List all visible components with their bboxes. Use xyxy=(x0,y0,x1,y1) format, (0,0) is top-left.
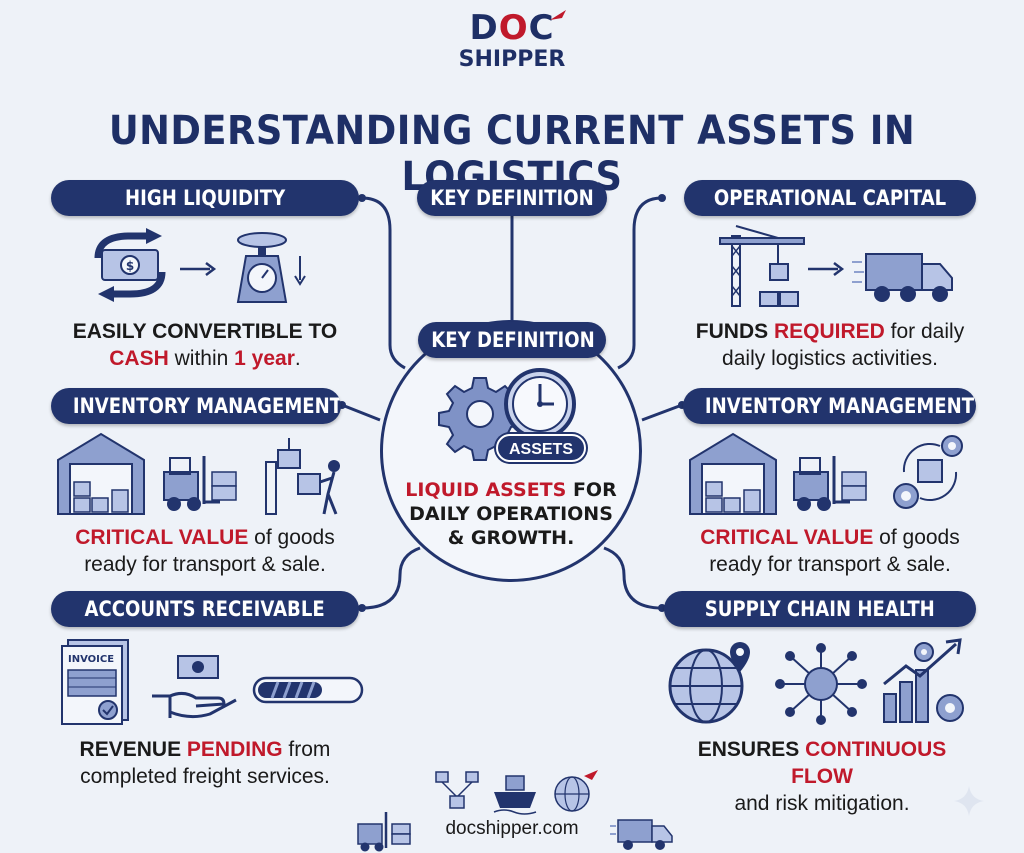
clock-icon xyxy=(504,368,576,440)
forklift-icon xyxy=(163,456,237,511)
key-definition-center-label: KEY DEFINITION xyxy=(418,322,606,358)
warehouse-icon xyxy=(57,432,145,515)
arrow-right-icon xyxy=(180,262,217,276)
truck-icon xyxy=(852,253,953,302)
footer-website[interactable]: docshipper.com xyxy=(445,818,579,839)
worker-boxes-icon xyxy=(265,438,340,515)
invoice-label: INVOICE xyxy=(68,654,114,665)
logo-letter: C xyxy=(528,8,555,48)
supply-chain-health-label: SUPPLY CHAIN HEALTH xyxy=(664,591,976,627)
logo-globe-letter: O xyxy=(498,8,529,48)
hand-money-icon xyxy=(152,655,237,719)
globe-pin-icon xyxy=(668,642,750,724)
center-definition-text: LIQUID ASSETS FOR DAILY OPERATIONS & GRO… xyxy=(405,479,617,549)
accounts-receivable-label: ACCOUNTS RECEIVABLE xyxy=(51,591,359,627)
scale-icon xyxy=(236,232,306,303)
sparkle-icon xyxy=(954,786,984,816)
crane-icon xyxy=(719,225,805,307)
plane-icon xyxy=(550,10,566,20)
accounts-receivable-description: REVENUE PENDING from completed freight s… xyxy=(79,738,331,788)
ship-icon xyxy=(493,775,537,815)
forklift-icon xyxy=(357,812,411,852)
svg-text:$: $ xyxy=(126,259,134,273)
assets-badge: ASSETS xyxy=(496,434,586,462)
inventory-left-description: CRITICAL VALUE of goods ready for transp… xyxy=(75,526,335,576)
operational-capital-description: FUNDS REQUIRED for daily daily logistics… xyxy=(695,320,965,370)
warehouse-icon xyxy=(689,432,777,515)
cash-exchange-icon: $ xyxy=(94,228,166,302)
boxes-network-icon xyxy=(435,771,479,809)
docshipper-logo: DOC SHIPPER xyxy=(0,8,1024,72)
truck-icon xyxy=(610,819,673,850)
supply-chain-description: ENSURES CONTINUOUS FLOW and risk mitigat… xyxy=(697,738,947,815)
growth-chart-gears-icon xyxy=(883,638,964,723)
invoice-icon: INVOICE xyxy=(61,639,129,725)
inventory-right-description: CRITICAL VALUE of goods ready for transp… xyxy=(700,526,960,576)
inventory-management-left-label: INVENTORY MANAGEMENT xyxy=(51,388,341,424)
logo-shipper-text: SHIPPER xyxy=(458,47,566,72)
high-liquidity-label: HIGH LIQUIDITY xyxy=(51,180,359,216)
high-liquidity-description: EASILY CONVERTIBLE TO CASH within 1 year… xyxy=(72,320,338,370)
key-definition-top-label: KEY DEFINITION xyxy=(417,180,607,216)
logo-letter: D xyxy=(469,8,499,48)
inventory-management-right-label: INVENTORY MANAGEMENT xyxy=(683,388,976,424)
progress-bar xyxy=(252,676,364,704)
box-gears-cycle-icon xyxy=(893,435,963,509)
globe-plane-icon xyxy=(554,770,598,812)
network-icon xyxy=(775,643,867,725)
arrow-right-icon xyxy=(808,262,845,276)
forklift-icon xyxy=(793,456,867,511)
operational-capital-label: OPERATIONAL CAPITAL xyxy=(684,180,976,216)
